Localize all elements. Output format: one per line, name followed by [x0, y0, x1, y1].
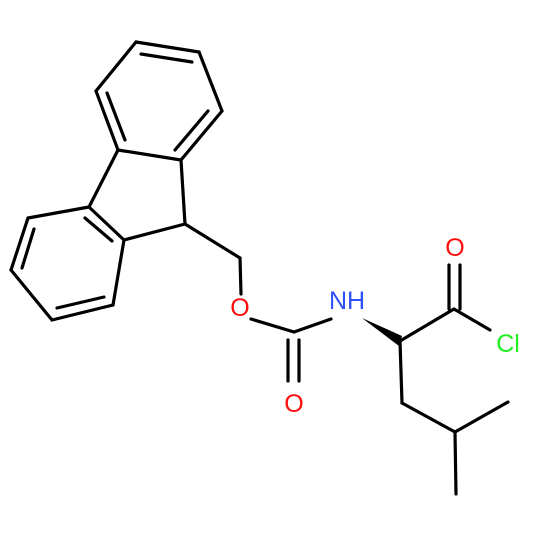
- five-membered-ring: [87, 148, 187, 242]
- bond: [292, 317, 333, 334]
- bond: [87, 148, 120, 209]
- aromatic-inner-bond: [83, 216, 114, 243]
- bond: [183, 222, 242, 260]
- bond: [453, 430, 458, 496]
- lower-benzene-ring: [9, 205, 126, 322]
- bond: [179, 158, 187, 226]
- bond: [398, 339, 404, 405]
- leucine-backbone: [362, 263, 510, 496]
- bond: [26, 205, 91, 220]
- bond: [9, 268, 54, 322]
- bond: [238, 256, 243, 296]
- oxygen-carbonyl-label: O: [284, 390, 303, 418]
- bond: [116, 148, 183, 162]
- stereo-wedge-bond: [362, 318, 402, 346]
- bond: [87, 205, 126, 242]
- bond: [111, 238, 126, 307]
- upper-benzene-ring: [94, 40, 224, 162]
- oxygen-acyl-label: O: [445, 234, 464, 262]
- aromatic-inner-bond: [105, 91, 127, 142]
- aromatic-inner-bond: [139, 52, 194, 64]
- oxygen-ether-label: O: [230, 294, 249, 322]
- bond: [9, 216, 30, 272]
- bond: [50, 303, 115, 322]
- bond: [452, 307, 492, 332]
- carbamate-linker: [183, 222, 333, 383]
- bond: [197, 50, 224, 113]
- bond: [400, 401, 457, 434]
- bond: [453, 400, 510, 434]
- bond: [398, 307, 456, 343]
- bond: [134, 40, 201, 54]
- aromatic-inner-bond: [55, 295, 106, 310]
- bond: [179, 109, 224, 162]
- bond: [249, 317, 296, 334]
- bond: [94, 40, 138, 93]
- aromatic-inner-bond: [173, 109, 210, 152]
- aromatic-inner-bond: [20, 227, 36, 270]
- bond: [122, 222, 187, 242]
- bond: [94, 89, 120, 152]
- chlorine-label: Cl: [496, 330, 520, 358]
- nitrogen-label: NH: [329, 287, 365, 315]
